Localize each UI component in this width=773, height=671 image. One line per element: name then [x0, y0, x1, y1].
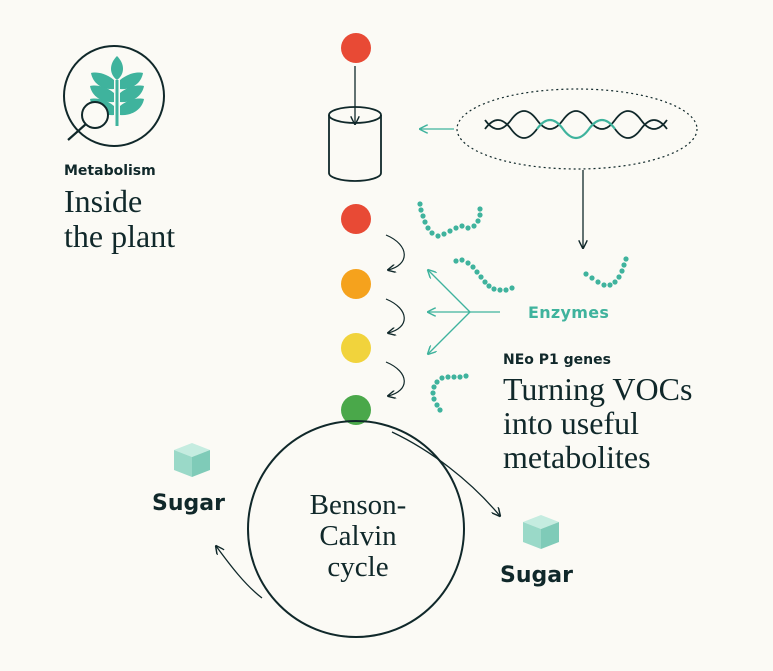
metabolite-dot-green: [341, 395, 371, 425]
cycle-to-sugar-left-arrow: [216, 546, 263, 599]
metabolism-title-text: Inside the plant: [64, 183, 176, 254]
enzyme-chain-4: [430, 373, 469, 413]
sugar-right-label: Sugar: [500, 563, 573, 588]
genes-title-text: Turning VOCs into useful metabolites: [503, 371, 693, 475]
enzymes-label: Enzymes: [528, 303, 610, 322]
metabolism-title: Inside the plant: [64, 184, 189, 254]
cycle-label: Benson-Calvin cycle: [309, 489, 407, 583]
metabolite-dot-yellow: [341, 333, 371, 363]
conversion-arrow-1: [385, 234, 405, 270]
conversion-arrow-3: [385, 361, 405, 396]
conversion-arrow-2: [385, 298, 405, 333]
metabolite-dot-red: [341, 204, 371, 234]
input-metabolite-dot: [341, 33, 371, 63]
sugar-cube-icon-left: [174, 443, 210, 477]
metabolite-dot-orange: [341, 269, 371, 299]
enzyme-chain-2: [453, 257, 515, 293]
enzyme-chain-1: [417, 201, 483, 239]
enzyme-arrows: [428, 270, 500, 354]
genes-title: Turning VOCs into useful metabolites: [503, 372, 708, 474]
enzyme-chains: [417, 201, 629, 413]
wheat-magnifier-icon: [63, 45, 165, 147]
sugar-cube-icon-right: [523, 515, 559, 549]
genes-label: NEo P1 genes: [503, 352, 611, 368]
cycle-to-sugar-right-arrow: [391, 431, 500, 516]
metabolism-label: Metabolism: [64, 163, 156, 179]
cylinder-icon: [328, 106, 382, 182]
enzyme-chain-3: [583, 256, 629, 288]
benson-calvin-cycle-circle: [247, 420, 465, 638]
dna-icon: [456, 88, 698, 170]
sugar-left-label: Sugar: [152, 491, 225, 516]
